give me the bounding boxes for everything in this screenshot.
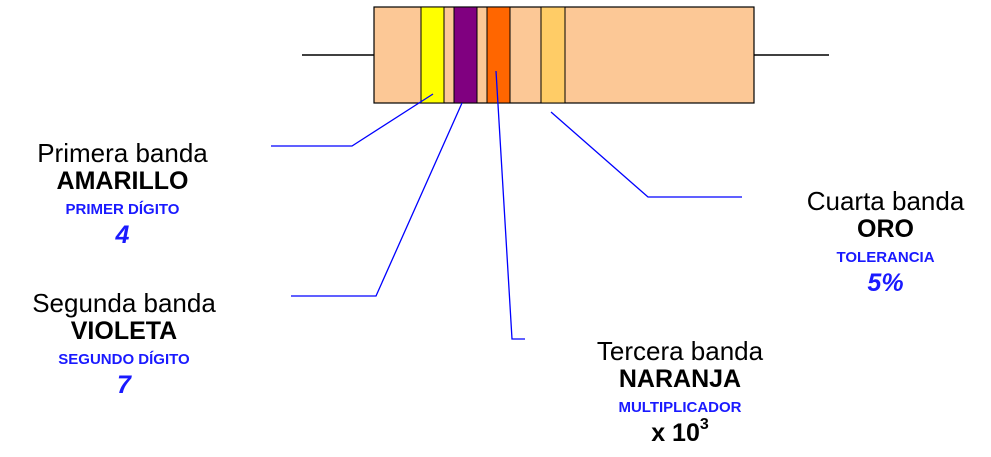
first-band-label: Primera banda AMARILLO PRIMER DÍGITO 4: [0, 140, 245, 248]
first-band-value: 4: [115, 221, 130, 249]
third-band-color: NARANJA: [618, 365, 742, 393]
first-band: [420, 6, 445, 104]
second-band-color: VIOLETA: [70, 317, 178, 345]
third-band-label: Tercera banda NARANJA MULTIPLICADOR x 10…: [550, 338, 810, 446]
fourth-band-label: Cuarta banda ORO TOLERANCIA 5%: [780, 188, 991, 296]
second-band-label: Segunda banda VIOLETA SEGUNDO DÍGITO 7: [0, 290, 248, 398]
fourth-band-name: Cuarta banda: [806, 186, 965, 216]
second-band-name: Segunda banda: [32, 288, 216, 318]
third-band-value: x 103: [550, 417, 810, 447]
third-band-role: MULTIPLICADOR: [618, 399, 742, 416]
fourth-band-value: 5%: [867, 269, 904, 297]
third-band-name: Tercera banda: [596, 336, 764, 366]
fourth-band-leader: [550, 111, 742, 198]
second-band-role: SEGUNDO DÍGITO: [58, 351, 190, 368]
second-band-value: 7: [117, 371, 131, 399]
fourth-band-role: TOLERANCIA: [836, 249, 935, 266]
third-band: [486, 6, 511, 104]
fourth-band: [540, 6, 566, 104]
first-band-color: AMARILLO: [56, 167, 189, 195]
first-band-leader: [271, 93, 434, 147]
third-band-value-base: x 10: [651, 419, 700, 447]
second-band-leader: [291, 102, 463, 297]
fourth-band-color: ORO: [857, 215, 914, 243]
first-band-role: PRIMER DÍGITO: [65, 201, 180, 218]
first-band-name: Primera banda: [37, 138, 208, 168]
third-band-value-exponent: 3: [699, 416, 709, 433]
third-band-leader: [495, 70, 525, 340]
second-band: [453, 6, 478, 104]
